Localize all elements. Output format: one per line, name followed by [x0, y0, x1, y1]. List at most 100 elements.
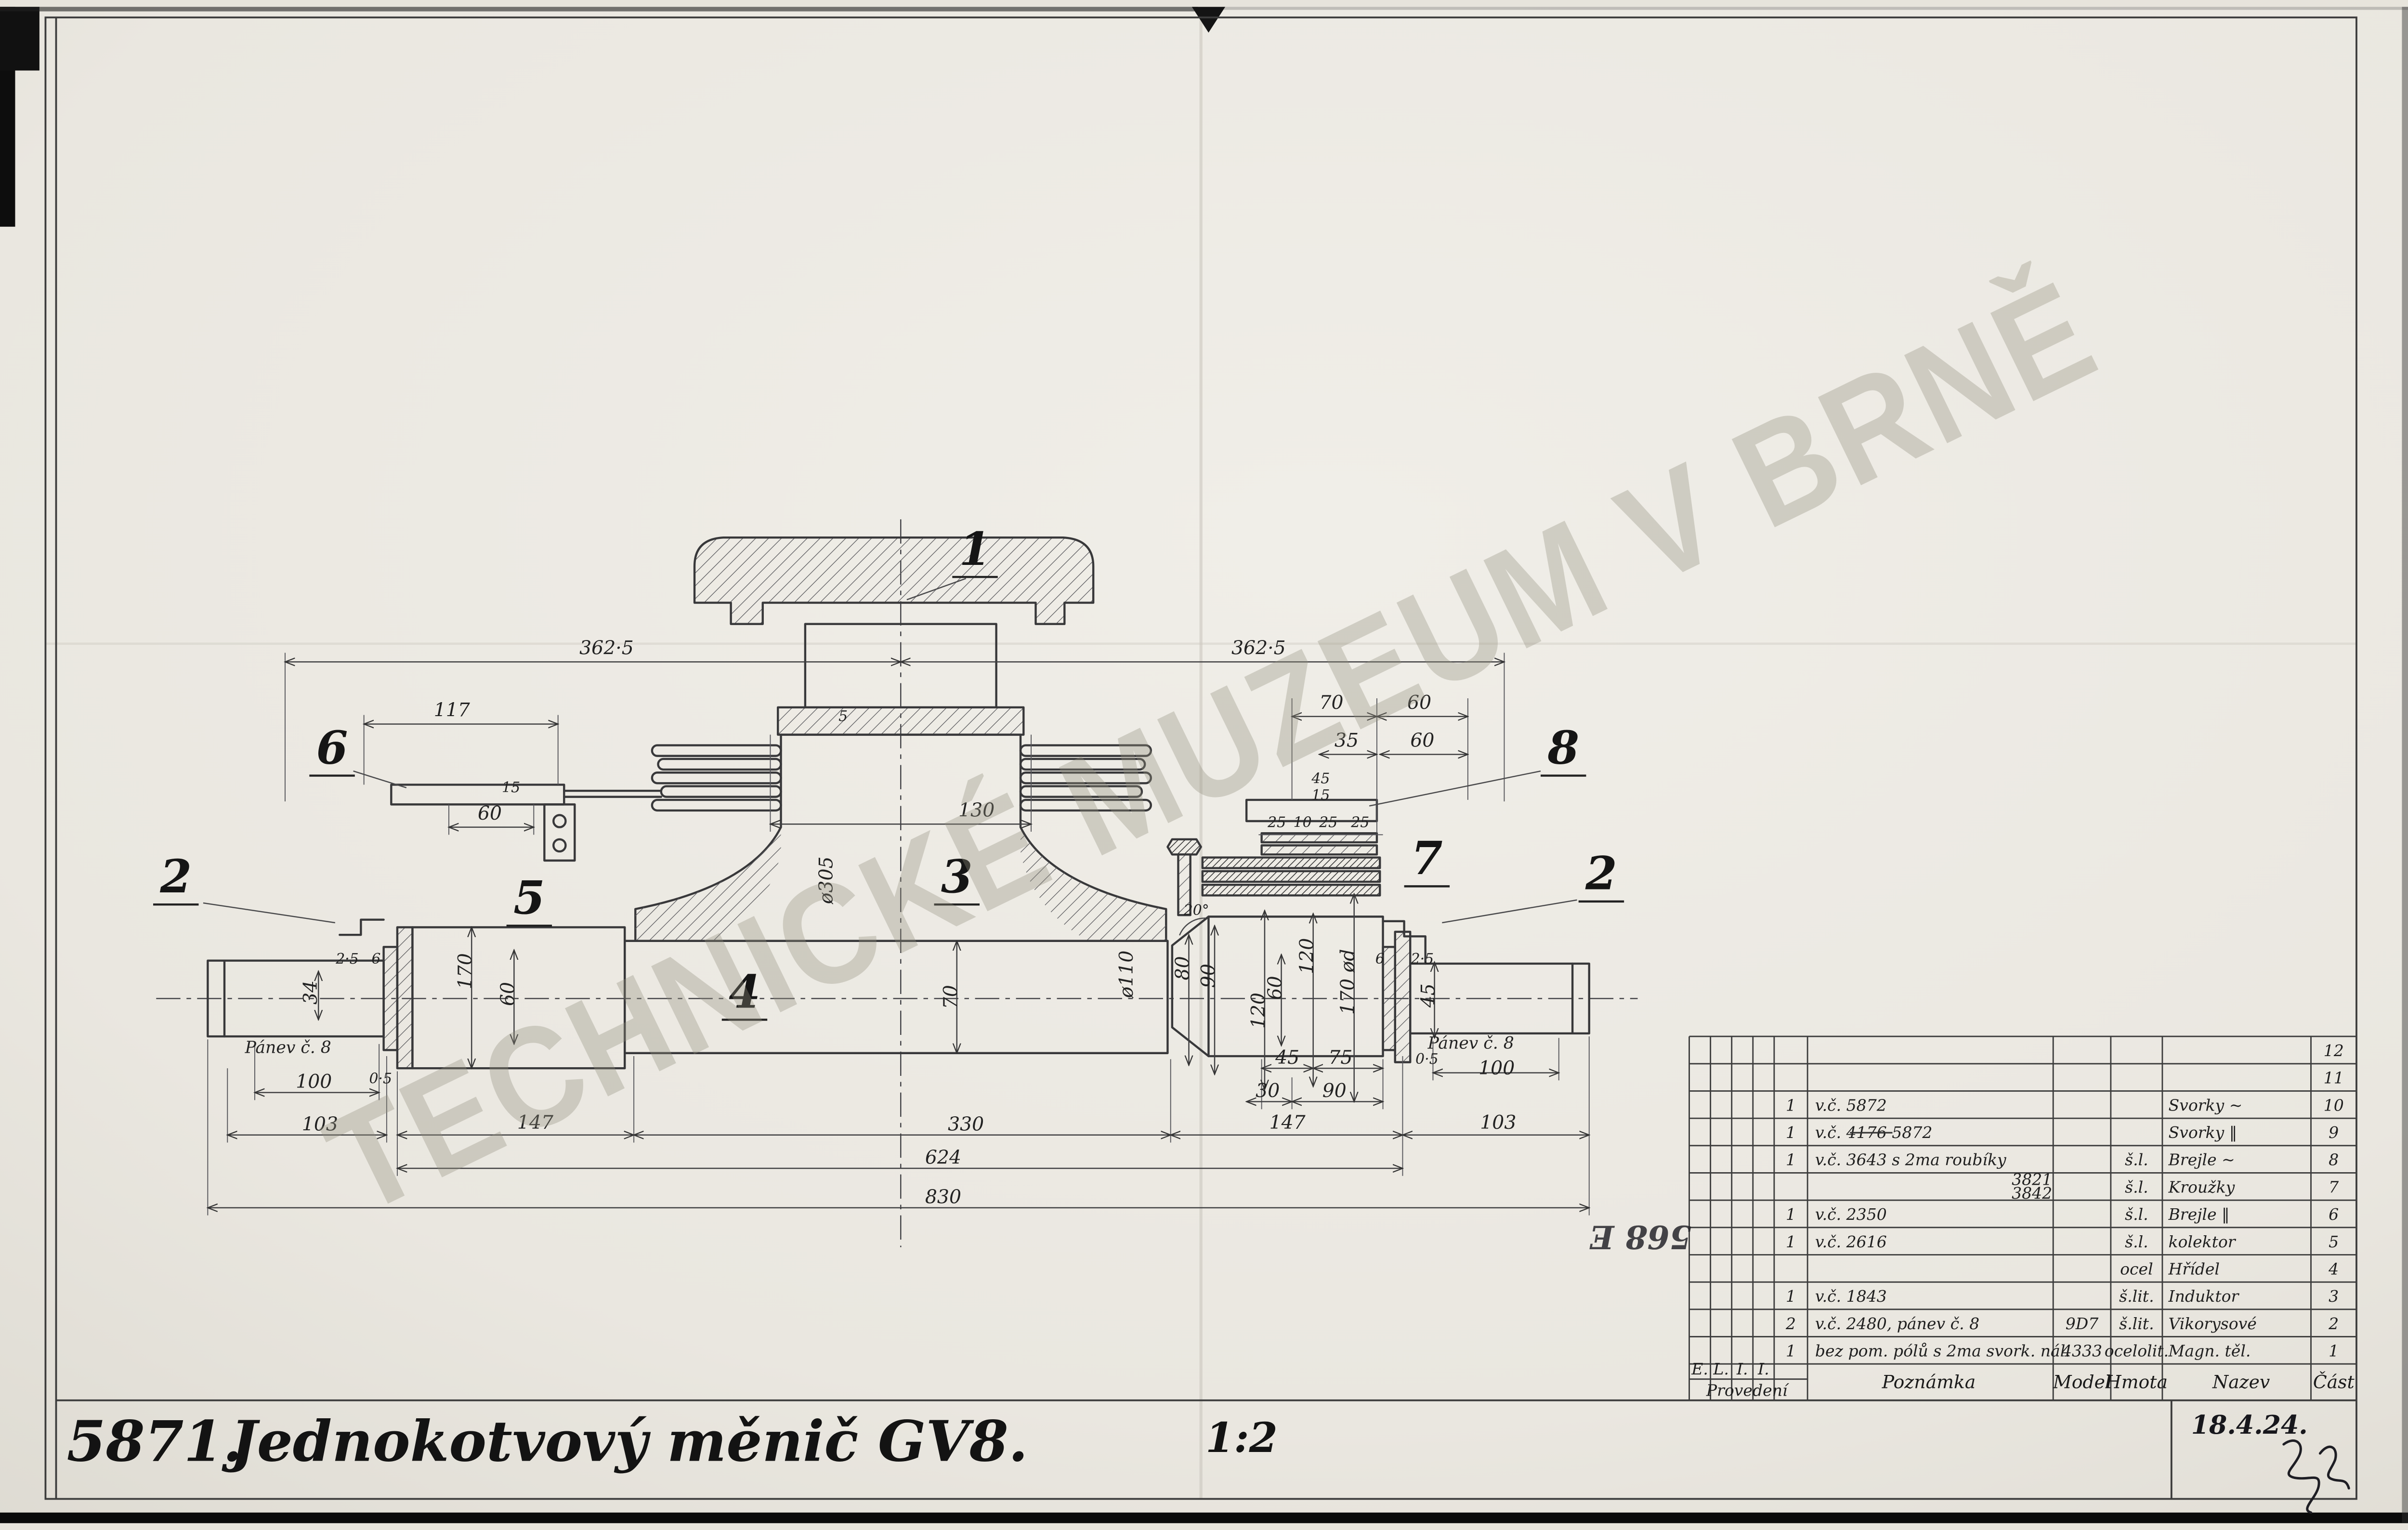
- dimension-label: 60: [497, 982, 519, 1006]
- dimension-label: 120: [1247, 993, 1269, 1029]
- dimension-label: 25: [1267, 814, 1286, 831]
- border-frame: [44, 16, 2357, 1500]
- dimension-label: 25: [1319, 814, 1337, 831]
- stem-flange: [777, 706, 1025, 736]
- part1-cap: [693, 536, 1095, 625]
- table-cell-note: v.č. 1843: [1815, 1287, 1887, 1306]
- table-cell-note: v.č. 2616: [1815, 1232, 1887, 1251]
- table-cell-qty: 1: [1786, 1232, 1796, 1251]
- table-cell-name: Hřídel: [2168, 1259, 2220, 1278]
- dimension-label: 45: [1311, 770, 1330, 787]
- table-cell-model: 4333: [2061, 1341, 2102, 1360]
- slip-rings: [1201, 832, 1381, 897]
- dimension-label: 6: [1375, 951, 1385, 968]
- dimension-label: 45: [1417, 983, 1440, 1008]
- dimension-label: 15: [1311, 787, 1330, 804]
- part4-cylinder: [624, 940, 1169, 1054]
- title-block: 5871. Jednokotvový měnič GV8. 1:2 18.4.2…: [67, 1400, 2350, 1514]
- table-row-number: 3: [2329, 1287, 2339, 1306]
- part-label: 3: [941, 850, 973, 903]
- dimension-label: 0·5: [1415, 1051, 1439, 1068]
- shaft-right-end: [1409, 962, 1590, 1035]
- part-label: 2: [159, 850, 192, 903]
- table-cell-ref: 3821: [2012, 1170, 2052, 1189]
- left-step-detail: [339, 918, 385, 936]
- coupling-right-a: [1382, 946, 1396, 1051]
- dimension-label: 34: [300, 981, 322, 1005]
- coupling-right-b: [1394, 930, 1412, 1063]
- table-cell-material: ocelolit.: [2105, 1341, 2169, 1360]
- dimension-label: 25: [1350, 814, 1369, 831]
- table-cell-ref: 3842: [2012, 1184, 2052, 1203]
- table-cell-name: Brejle ‖: [2168, 1205, 2230, 1224]
- table-cell-qty: 1: [1786, 1123, 1796, 1142]
- dimension-label: 120: [1296, 938, 1318, 974]
- angle-arc: [1179, 917, 1206, 936]
- part-label: 2: [1585, 847, 1617, 901]
- table-row-number: 11: [2324, 1069, 2344, 1087]
- dimension-label: 170: [454, 953, 476, 989]
- dimension-label: ø305: [815, 856, 838, 904]
- drawing-scale: 1:2: [1205, 1414, 1278, 1462]
- scan-artifacts: [0, 7, 2408, 1523]
- shaft-label: Pánev č. 8: [245, 1038, 331, 1058]
- table-header-nazev: Nazev: [2212, 1372, 2270, 1393]
- dimension-label: 147: [517, 1112, 553, 1134]
- table-header-poznamka: Poznámka: [1882, 1372, 1976, 1393]
- table-cell-qty: 1: [1786, 1151, 1796, 1169]
- bracket-screw: [552, 838, 567, 853]
- part-label: 7: [1411, 832, 1443, 885]
- table-header-model: Model: [2053, 1372, 2111, 1393]
- table-cell-material: š.lit.: [2119, 1314, 2154, 1333]
- dimension-label: 362·5: [579, 637, 634, 659]
- coupling-left-b: [396, 926, 414, 1070]
- table-cell-note: v.č. 5872: [1815, 1096, 1887, 1114]
- dimension-label: 60: [1410, 730, 1434, 752]
- drawing-date: 18.4.24.: [2191, 1410, 2308, 1440]
- winding-left: [651, 744, 782, 812]
- table-cell-material: š.l.: [2125, 1177, 2148, 1196]
- dimension-label: 30: [1256, 1080, 1280, 1102]
- dimension-label: 5: [838, 708, 848, 725]
- table-row-number: 4: [2328, 1259, 2339, 1278]
- dimension-label: 100: [296, 1071, 332, 1093]
- dimension-label: 130: [958, 799, 995, 822]
- dimension-label: 330: [948, 1113, 984, 1135]
- table-row-number: 1: [2329, 1341, 2339, 1360]
- table-cell-note: v.č. 3643 s 2ma roubíky: [1815, 1151, 2007, 1169]
- brush-bracket: [543, 803, 576, 862]
- table-cell-material: ocel: [2120, 1259, 2153, 1278]
- part6-brush-bar: [390, 784, 565, 806]
- drawing-title: Jednokotvový měnič GV8.: [222, 1409, 1028, 1475]
- bolt-head: [1166, 838, 1202, 856]
- part-label: 4: [729, 965, 760, 1019]
- table-row-number: 5: [2329, 1232, 2339, 1251]
- table-header-letter: E.: [1691, 1360, 1708, 1378]
- table-header-letter: I.: [1736, 1360, 1748, 1378]
- dimension-label: 0·5: [369, 1071, 393, 1087]
- table-cell-note: bez pom. pólů s 2ma svork. nál.: [1815, 1341, 2070, 1360]
- dimension-label: 103: [302, 1113, 338, 1135]
- table-header-letter: I.: [1757, 1360, 1769, 1378]
- dimension-label: ø110: [1115, 951, 1138, 999]
- table-row-number: 8: [2329, 1151, 2339, 1169]
- table-cell-name: Svorky ~: [2169, 1096, 2243, 1114]
- table-cell-qty: 1: [1786, 1287, 1796, 1306]
- dimension-label: 90: [1197, 964, 1219, 988]
- extension-lines: [207, 653, 1590, 1216]
- table-header-provedeni: Provedení: [1706, 1381, 1790, 1399]
- dimension-label: 10: [1294, 814, 1312, 831]
- table-header-cast: Část: [2313, 1372, 2355, 1393]
- table-row-number: 10: [2324, 1096, 2344, 1114]
- table-cell-qty: 1: [1786, 1205, 1796, 1224]
- part-label: 1: [959, 523, 991, 576]
- table-cell-qty: 1: [1786, 1341, 1796, 1360]
- leader-lines: [203, 578, 1577, 924]
- table-cell-name: Induktor: [2168, 1287, 2240, 1306]
- table-cell-qty: 2: [1785, 1314, 1796, 1333]
- coupling-left-a: [382, 946, 399, 1051]
